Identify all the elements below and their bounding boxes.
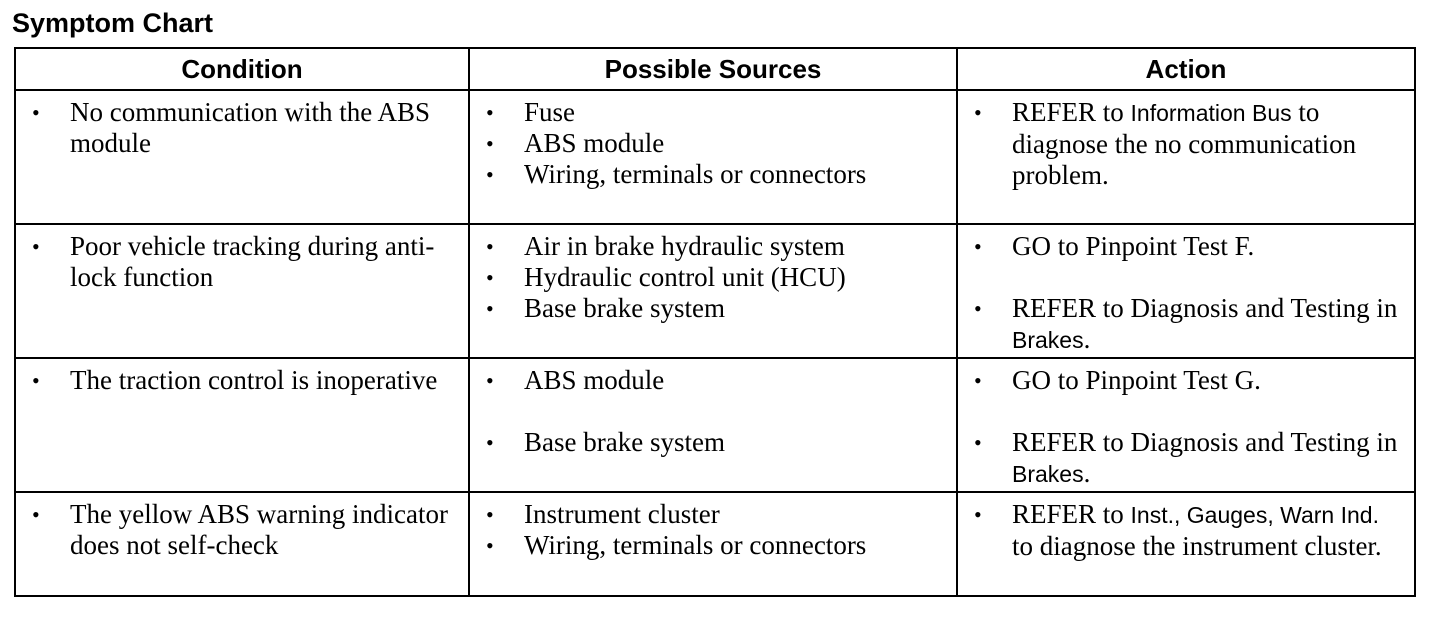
bullet-icon: • [486, 368, 494, 393]
list-item: •REFER to Inst., Gauges, Warn Ind. to di… [974, 499, 1382, 561]
list-item: •GO to Pinpoint Test F. [974, 231, 1255, 261]
header-action: Action [956, 47, 1416, 91]
list-item: •Base brake system [486, 427, 725, 457]
sources-cell: •Fuse •ABS module •Wiring, terminals or … [468, 89, 958, 225]
action-cell: •GO to Pinpoint Test F. •REFER to Diagno… [956, 223, 1416, 359]
list-item: •The traction control is inoperative [32, 365, 438, 395]
table-row: •Poor vehicle tracking during anti-lock … [14, 223, 1416, 359]
bullet-icon: • [486, 131, 494, 156]
bullet-icon: • [486, 502, 494, 527]
page-title: Symptom Chart [12, 8, 214, 38]
reference-link[interactable]: Information Bus [1130, 100, 1292, 126]
bullet-icon: • [486, 234, 494, 259]
bullet-icon: • [486, 296, 494, 321]
sources-cell: •Instrument cluster •Wiring, terminals o… [468, 491, 958, 597]
list-item: •Base brake system [486, 293, 725, 323]
list-item: •ABS module [486, 128, 665, 158]
list-item: •Poor vehicle tracking during anti-lock … [32, 231, 435, 292]
bullet-icon: • [486, 533, 494, 558]
action-cell: •REFER to Inst., Gauges, Warn Ind. to di… [956, 491, 1416, 597]
bullet-icon: • [486, 265, 494, 290]
bullet-icon: • [486, 430, 494, 455]
reference-link[interactable]: Brakes [1012, 327, 1084, 353]
list-item: •Wiring, terminals or connectors [486, 159, 867, 189]
bullet-icon: • [486, 162, 494, 187]
action-cell: •REFER to Information Bus to diagnose th… [956, 89, 1416, 225]
bullet-icon: • [32, 502, 40, 527]
list-item: •REFER to Diagnosis and Testing in Brake… [974, 427, 1398, 488]
list-item: •No communication with the ABS module [32, 97, 430, 158]
sources-cell: •ABS module •Base brake system [468, 357, 958, 493]
list-item: •REFER to Diagnosis and Testing in Brake… [974, 293, 1398, 354]
header-condition: Condition [14, 47, 470, 91]
condition-cell: •The yellow ABS warning indicator does n… [14, 491, 470, 597]
list-item: •GO to Pinpoint Test G. [974, 365, 1261, 395]
list-item: •Wiring, terminals or connectors [486, 530, 867, 560]
sources-cell: •Air in brake hydraulic system •Hydrauli… [468, 223, 958, 359]
list-item: •Instrument cluster [486, 499, 720, 529]
bullet-icon: • [486, 100, 494, 125]
header-possible-sources: Possible Sources [468, 47, 958, 91]
action-cell: •GO to Pinpoint Test G. •REFER to Diagno… [956, 357, 1416, 493]
list-item: •Hydraulic control unit (HCU) [486, 262, 846, 292]
header-row: Condition Possible Sources Action [14, 47, 1416, 91]
bullet-icon: • [974, 296, 982, 321]
condition-cell: •The traction control is inoperative [14, 357, 470, 493]
table-row: •The traction control is inoperative •AB… [14, 357, 1416, 493]
list-item: •The yellow ABS warning indicator does n… [32, 499, 448, 560]
bullet-icon: • [974, 430, 982, 455]
condition-cell: •No communication with the ABS module [14, 89, 470, 225]
bullet-icon: • [32, 234, 40, 259]
list-item: •REFER to Information Bus to diagnose th… [974, 97, 1357, 190]
reference-link[interactable]: Inst., Gauges, Warn Ind. [1130, 502, 1379, 528]
bullet-icon: • [32, 368, 40, 393]
bullet-icon: • [974, 368, 982, 393]
table-row: •The yellow ABS warning indicator does n… [14, 491, 1416, 597]
bullet-icon: • [32, 100, 40, 125]
bullet-icon: • [974, 502, 982, 527]
reference-link[interactable]: Brakes [1012, 461, 1084, 487]
table-row: •No communication with the ABS module •F… [14, 89, 1416, 225]
bullet-icon: • [974, 234, 982, 259]
bullet-icon: • [974, 100, 982, 125]
list-item: •ABS module [486, 365, 665, 395]
condition-cell: •Poor vehicle tracking during anti-lock … [14, 223, 470, 359]
symptom-table: Condition Possible Sources Action •No co… [14, 47, 1416, 597]
list-item: •Air in brake hydraulic system [486, 231, 845, 261]
list-item: •Fuse [486, 97, 576, 127]
